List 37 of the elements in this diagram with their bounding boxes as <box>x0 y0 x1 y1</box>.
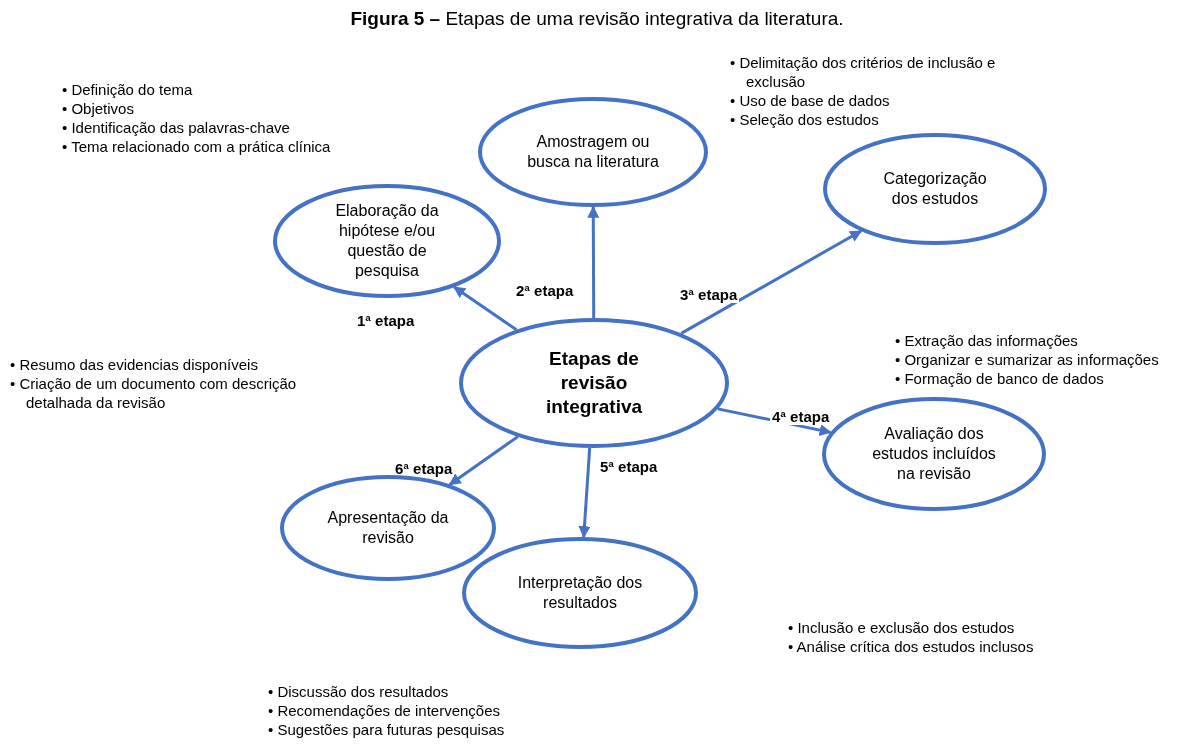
bullet-item: • Objetivos <box>62 99 135 118</box>
ellipse-node <box>273 184 501 298</box>
ellipse-node <box>462 537 698 649</box>
arrow <box>578 447 592 539</box>
bullet-item: • Delimitação dos critérios de inclusão e exclusão <box>730 53 997 91</box>
node-label: Apresentação da revisão <box>326 508 450 548</box>
arrow <box>587 205 600 318</box>
bullet-item: • Resumo das evidencias disponíveis <box>10 355 259 374</box>
arrow <box>453 285 518 332</box>
bullet-item: • Seleção dos estudos <box>730 110 880 129</box>
bullet-item: • Inclusão e exclusão dos estudos <box>788 618 1016 637</box>
figure-title: Figura 5 – Etapas de uma revisão integrativa da literatura. <box>349 8 845 30</box>
node-label: Avaliação dos estudos incluídos na revisão <box>871 424 997 484</box>
ellipse-node <box>459 318 729 448</box>
node-label: Etapas de revisão integrativa <box>544 347 644 419</box>
arrow <box>717 407 832 437</box>
bullet-item: • Definição do tema <box>62 80 194 99</box>
node-label: Categorização dos estudos <box>882 169 988 209</box>
bullet-item: • Formação de banco de dados <box>895 369 1105 388</box>
bullet-item: • Extração das informações <box>895 331 1079 350</box>
node-label: Amostragem ou busca na literatura <box>526 132 660 172</box>
bullet-item: • Discussão dos resultados <box>268 682 450 701</box>
ellipse-node <box>478 97 708 207</box>
bullet-item: • Identificação das palavras-chave <box>62 118 291 137</box>
bullet-item: • Sugestões para futuras pesquisas <box>268 720 506 739</box>
arrow <box>448 435 519 486</box>
node-label: Elaboração da hipótese e/ou questão de pesquisa <box>334 201 440 281</box>
bullet-item: • Criação de um documento com descrição detalhada da revisão <box>10 374 298 412</box>
bullet-item: • Organizar e sumarizar as informações <box>895 350 1160 369</box>
bullet-item: • Uso de base de dados <box>730 91 891 110</box>
arrow <box>680 229 863 335</box>
bullet-item: • Análise crítica dos estudos inclusos <box>788 637 1035 656</box>
bullet-item: • Tema relacionado com a prática clínica <box>62 137 332 156</box>
bullet-item: • Recomendações de intervenções <box>268 701 502 720</box>
ellipse-node <box>280 475 496 581</box>
ellipse-node <box>823 133 1047 245</box>
node-label: Interpretação dos resultados <box>516 573 644 613</box>
